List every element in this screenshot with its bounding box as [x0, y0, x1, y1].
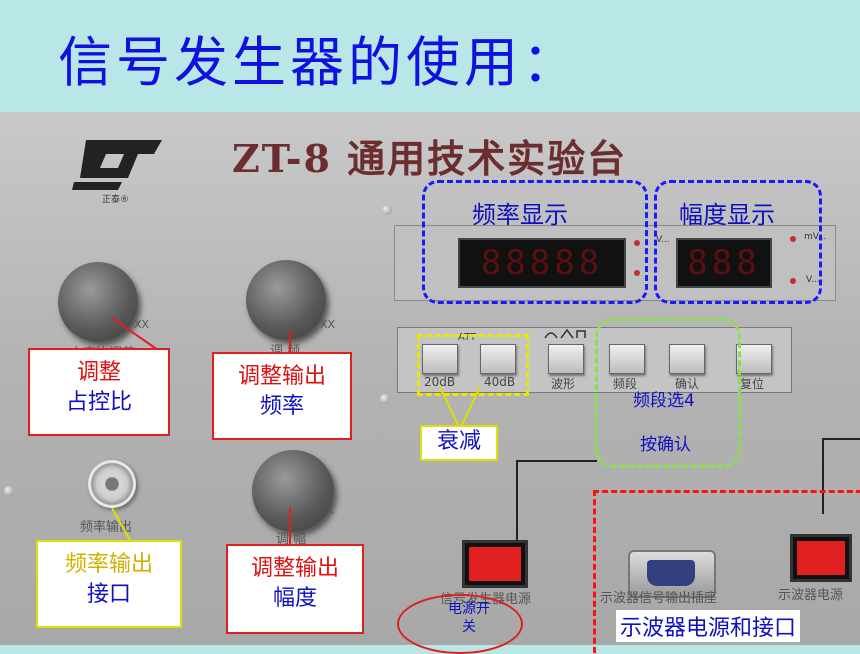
frequency-output-callout-line2: 接口: [86, 582, 131, 607]
indicator-led-icon: [634, 270, 640, 276]
attenuation-callout: 衰减: [420, 425, 498, 461]
attenuation-highlight: [417, 334, 529, 396]
wire: [822, 438, 824, 514]
power-callout: 电源开 关: [434, 600, 504, 636]
frequency-led-display: 88888: [458, 238, 626, 288]
button-label: 40dB: [484, 375, 516, 389]
signal-generator-power-switch[interactable]: [462, 540, 528, 588]
scope-power-label: 示波器电源: [778, 588, 844, 603]
button-label: 确认: [675, 377, 700, 391]
screw-icon: [4, 486, 14, 496]
button-label: 频段: [613, 377, 638, 391]
duty-callout-line2: 占控比: [65, 390, 132, 415]
power-callout-line1: 电源开: [448, 601, 490, 617]
oscilloscope-highlight: [593, 490, 860, 653]
wire: [822, 438, 860, 440]
frequency-callout-line2: 频率: [259, 394, 304, 419]
amplitude-display-label: 幅度显示: [679, 201, 775, 229]
amplitude-knob[interactable]: [252, 450, 334, 532]
bnc-label: 频率输出: [80, 520, 133, 535]
unit-label: mV...: [804, 232, 827, 242]
frequency-knob[interactable]: [246, 260, 326, 340]
bnc-connector-icon[interactable]: [88, 460, 136, 508]
power-callout-line2: 关: [462, 619, 476, 635]
page-title: 信号发生器的使用：: [58, 31, 580, 94]
wire: [516, 460, 518, 542]
band-callout-line2: 按确认: [640, 435, 691, 455]
logo-caption: 正泰®: [102, 195, 130, 205]
button-label: 复位: [740, 377, 765, 391]
frequency-output-callout-line1: 频率输出: [64, 552, 153, 577]
att-label: ATT: [458, 332, 477, 343]
waveform-icon: [544, 328, 586, 339]
duty-cycle-knob[interactable]: [58, 262, 138, 342]
db-connector-icon: [647, 560, 695, 586]
wire: [517, 460, 597, 462]
oscilloscope-callout: 示波器电源和接口: [616, 610, 801, 642]
band-confirm-highlight: [595, 318, 741, 468]
indicator-led-icon: [790, 278, 796, 284]
amplitude-led-display: 888: [676, 238, 772, 288]
knob-label: 调 幅: [276, 532, 307, 547]
attenuate-20db-button[interactable]: [422, 344, 458, 374]
frequency-display-highlight: [422, 180, 648, 304]
knob-tag: X: [326, 504, 334, 517]
brand-logo-icon: [72, 140, 162, 190]
button-label: 20dB: [424, 375, 456, 389]
confirm-button[interactable]: [669, 344, 705, 374]
unit-label: V...: [806, 275, 820, 285]
waveform-button[interactable]: [548, 344, 584, 374]
duty-callout-line1: 调整: [76, 360, 121, 385]
amplitude-callout-line1: 调整输出: [250, 556, 339, 581]
amplitude-callout-line2: 幅度: [272, 586, 317, 611]
screw-icon: [382, 205, 392, 215]
attenuate-40db-button[interactable]: [480, 344, 516, 374]
reset-button[interactable]: [736, 344, 772, 374]
knob-tag: XX: [134, 318, 150, 331]
frequency-callout-line1: 调整输出: [237, 364, 326, 389]
band-callout-line1: 频段选4: [633, 391, 695, 411]
button-label: 波形: [551, 377, 576, 391]
unit-label: V...: [656, 235, 670, 245]
brand-title: ZT-8 通用技术实验台: [232, 136, 628, 181]
screw-icon: [380, 394, 390, 404]
frequency-output-callout: 频率输出 接口: [36, 540, 182, 628]
frequency-callout: 调整输出 频率: [212, 352, 352, 440]
knob-tag: XX: [320, 318, 336, 331]
oscilloscope-power-switch[interactable]: [790, 534, 852, 582]
scope-socket-label: 示波器信号输出插座: [600, 591, 718, 606]
callout-arrow-icon: [439, 386, 481, 430]
indicator-led-icon: [634, 240, 640, 246]
title-bar: [0, 0, 860, 112]
frequency-display-label: 频率显示: [472, 201, 568, 229]
amplitude-display-highlight: [654, 180, 822, 304]
indicator-led-icon: [790, 236, 796, 242]
band-button[interactable]: [609, 344, 645, 374]
button-panel: [397, 327, 792, 393]
duty-callout: 调整 占控比: [28, 348, 170, 436]
amplitude-callout: 调整输出 幅度: [226, 544, 364, 634]
